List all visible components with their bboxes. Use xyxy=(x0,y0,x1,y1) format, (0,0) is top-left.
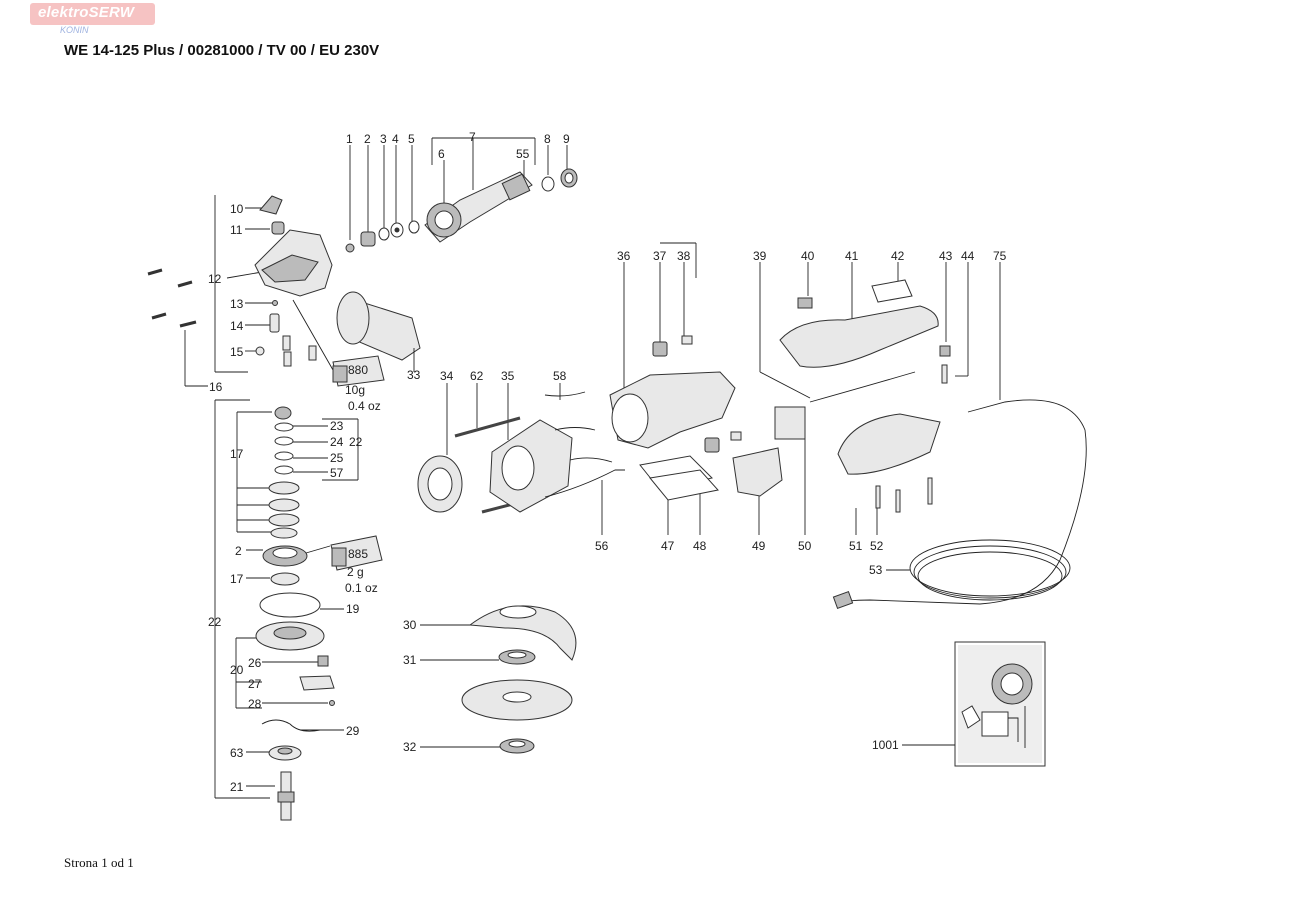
label-part-44: 44 xyxy=(961,249,975,263)
page-title: WE 14-125 Plus / 00281000 / TV 00 / EU 2… xyxy=(64,42,380,59)
label-part-75: 75 xyxy=(993,249,1007,263)
label-part-5: 5 xyxy=(408,132,415,146)
inset-detail-1001: 1001 xyxy=(872,641,1046,767)
label-part-38: 38 xyxy=(677,249,691,263)
label-part-11: 11 xyxy=(230,223,243,237)
label-part-15: 15 xyxy=(230,345,244,359)
label-part-30: 30 xyxy=(403,618,417,632)
label-part-36: 36 xyxy=(617,249,631,263)
brand-logo-subtitle: KONIN xyxy=(60,25,89,35)
label-part-23: 23 xyxy=(330,419,344,433)
label-part-8: 8 xyxy=(544,132,551,146)
label-part-2-bearing: 2 xyxy=(235,544,242,558)
screw-set xyxy=(147,268,197,328)
tube-880-weight: 10g xyxy=(345,383,365,397)
label-part-17: 17 xyxy=(230,447,244,461)
motor-group: 34 62 35 58 36 37 38 56 47 48 49 50 xyxy=(417,242,812,553)
guard-disc-group: 30 31 32 xyxy=(403,605,577,754)
label-part-50: 50 xyxy=(798,539,812,553)
label-part-1001: 1001 xyxy=(872,738,899,752)
label-part-12: 12 xyxy=(208,272,222,286)
label-part-16: 16 xyxy=(209,380,223,394)
label-part-57: 57 xyxy=(330,466,344,480)
label-part-13: 13 xyxy=(230,297,244,311)
label-part-40: 40 xyxy=(801,249,815,263)
label-part-43: 43 xyxy=(939,249,953,263)
label-part-53: 53 xyxy=(869,563,883,577)
label-part-2: 2 xyxy=(364,132,371,146)
tube-885-weight-oz: 0.1 oz xyxy=(345,581,378,595)
spindle-group: 885 2 g 0.1 oz 17 23 24 25 xyxy=(208,399,383,821)
label-part-19: 19 xyxy=(346,602,360,616)
label-part-25: 25 xyxy=(330,451,344,465)
label-part-32: 32 xyxy=(403,740,417,754)
label-part-7: 7 xyxy=(469,130,476,144)
label-part-41: 41 xyxy=(845,249,859,263)
brand-logo-text: elektroSERW xyxy=(38,4,135,21)
label-part-51: 51 xyxy=(849,539,863,553)
label-part-31: 31 xyxy=(403,653,417,667)
label-part-28: 28 xyxy=(248,697,262,711)
label-part-29: 29 xyxy=(346,724,360,738)
label-part-63: 63 xyxy=(230,746,244,760)
brand-logo xyxy=(30,3,155,25)
handle-group: 39 40 41 42 43 44 75 51 52 53 xyxy=(753,249,1087,610)
label-part-47: 47 xyxy=(661,539,675,553)
tube-880-weight-oz: 0.4 oz xyxy=(348,399,381,413)
label-part-17-lower: 17 xyxy=(230,572,244,586)
label-part-9: 9 xyxy=(563,132,570,146)
label-part-42: 42 xyxy=(891,249,905,263)
label-part-48: 48 xyxy=(693,539,707,553)
label-part-4: 4 xyxy=(392,132,399,146)
label-part-55: 55 xyxy=(516,147,530,161)
tube-880-code: 880 xyxy=(348,363,368,377)
label-part-26: 26 xyxy=(248,656,262,670)
label-part-37: 37 xyxy=(653,249,667,263)
label-part-52: 52 xyxy=(870,539,884,553)
label-part-22-lower: 22 xyxy=(208,615,222,629)
label-part-34: 34 xyxy=(440,369,454,383)
label-part-58: 58 xyxy=(553,369,567,383)
label-part-21: 21 xyxy=(230,780,244,794)
label-part-10: 10 xyxy=(230,202,244,216)
label-part-6: 6 xyxy=(438,147,445,161)
label-part-35: 35 xyxy=(501,369,515,383)
label-part-14: 14 xyxy=(230,319,244,333)
label-part-3: 3 xyxy=(380,132,387,146)
label-part-20: 20 xyxy=(230,663,244,677)
label-part-24: 24 xyxy=(330,435,344,449)
label-part-22: 22 xyxy=(349,435,363,449)
page-footer: Strona 1 od 1 xyxy=(64,855,134,870)
armature-group: 1 2 3 4 5 6 7 8 9 55 xyxy=(345,130,578,253)
label-part-33: 33 xyxy=(407,368,421,382)
label-part-62: 62 xyxy=(470,369,484,383)
tube-885-weight: 2 g xyxy=(347,565,364,579)
label-part-27: 27 xyxy=(248,677,262,691)
label-part-39: 39 xyxy=(753,249,767,263)
label-part-1: 1 xyxy=(346,132,353,146)
label-part-49: 49 xyxy=(752,539,766,553)
label-part-56: 56 xyxy=(595,539,609,553)
tube-885-code: 885 xyxy=(348,547,368,561)
gear-head-group: 880 10g 0.4 oz 10 11 12 13 14 15 16 33 xyxy=(147,195,421,413)
